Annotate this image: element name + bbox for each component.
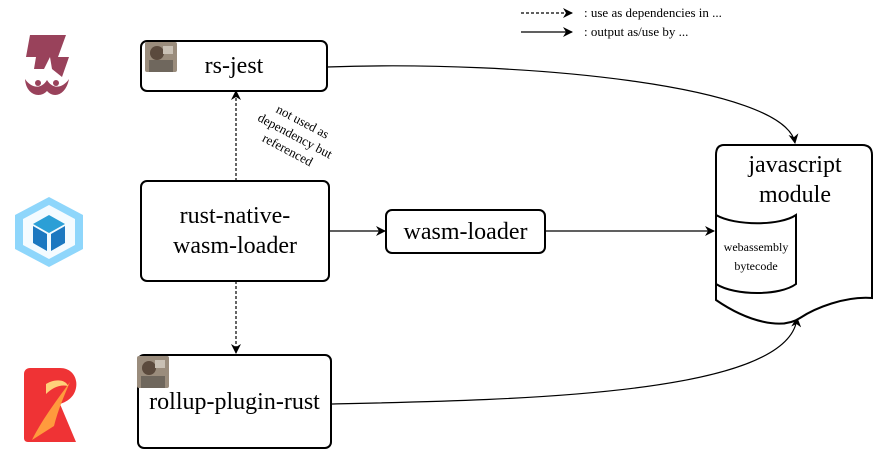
legend-dashed-label: : use as dependencies in ... [584,5,722,20]
rollup-plugin-rust-label: rollup-plugin-rust [149,388,320,415]
rust-native-wasm-loader-label: rust-native- wasm-loader [173,203,297,259]
webassembly-cylinder-shape [715,213,797,294]
js-module-title: javascript module [748,152,842,208]
legend-solid-label: : output as/use by ... [584,24,689,39]
rs-jest-label: rs-jest [204,53,264,79]
wasm-loader-node: wasm-loader [385,209,546,254]
rs-jest-avatar-icon [145,42,177,72]
rollup-plugin-rust-node: rollup-plugin-rust [137,354,332,449]
wasm-loader-label: wasm-loader [403,218,528,245]
rust-native-wasm-loader-node: rust-native- wasm-loader [140,180,330,282]
rollup-plugin-rust-avatar-icon [137,356,169,388]
webpack-logo [15,197,83,267]
webassembly-bytecode-label: webassembly bytecode [723,240,789,273]
edge-rollup-plugin-to-js-module [330,317,802,405]
jest-logo [25,35,69,95]
rollup-logo [24,368,77,442]
edge-rs-jest-to-js-module [326,65,799,144]
